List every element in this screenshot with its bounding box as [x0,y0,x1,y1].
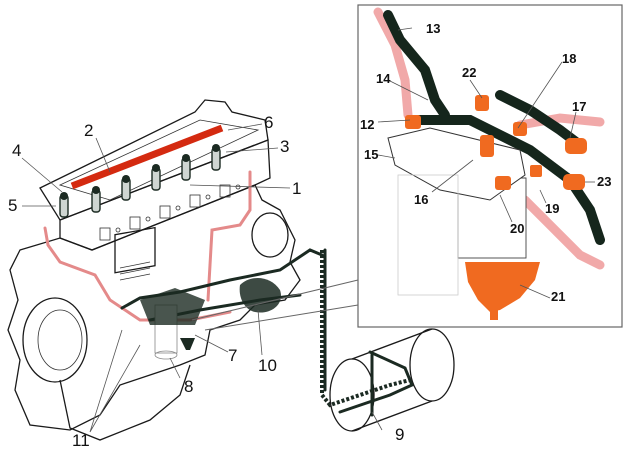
callout-16: 16 [414,192,429,207]
engine-block [7,99,301,441]
callout-9: 9 [395,425,405,444]
callout-5: 5 [8,196,18,215]
callout-19: 19 [545,201,560,216]
injectors [59,144,221,218]
filter-assembly [140,278,281,360]
callout-12: 12 [360,117,375,132]
callout-11: 11 [72,431,90,450]
callout-23: 23 [597,174,612,189]
callout-leaders [21,27,595,433]
callout-18: 18 [562,51,577,66]
callout-14: 14 [376,71,391,86]
fuel-rail [70,124,224,190]
callout-20: 20 [510,221,525,236]
callout-7: 7 [228,346,238,365]
callout-4: 4 [12,141,22,160]
callout-8: 8 [184,377,194,396]
callout-1: 1 [292,179,302,198]
inset-filter-housing [373,7,605,320]
callout-21: 21 [551,289,566,304]
callout-3: 3 [280,137,290,156]
callout-13: 13 [426,21,441,36]
fuel-tank [329,328,455,432]
callout-15: 15 [364,147,379,162]
callout-10: 10 [258,356,277,375]
callout-2: 2 [84,121,94,140]
callout-22: 22 [462,65,477,80]
callout-6: 6 [264,113,274,132]
callout-17: 17 [572,99,587,114]
